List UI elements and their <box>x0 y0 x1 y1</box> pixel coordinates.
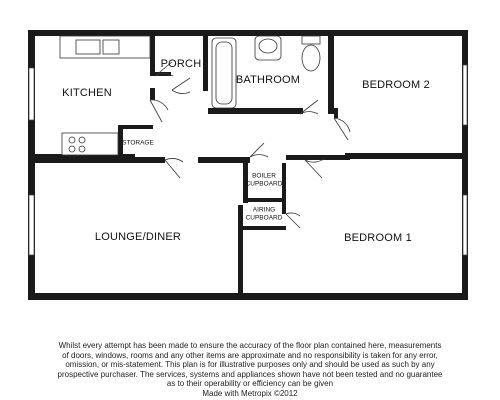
disclaimer-line: Whilst every attempt has been made to en… <box>58 341 442 350</box>
toilet-icon <box>301 35 321 72</box>
room-label-airing-cupboard-line2: CUPBOARD <box>246 215 283 222</box>
disclaimer-line: as to their operability or efficiency ca… <box>166 379 334 389</box>
room-labels: KITCHEN PORCH BATHROOM BEDROOM 2 STORAGE… <box>62 58 430 244</box>
disclaimer-text: Whilst every attempt has been made to en… <box>40 341 460 399</box>
room-label-porch: PORCH <box>161 58 202 70</box>
room-label-bedroom-2: BEDROOM 2 <box>362 79 430 91</box>
room-label-kitchen: KITCHEN <box>62 87 112 99</box>
room-label-storage: STORAGE <box>122 140 154 147</box>
outer-walls <box>28 30 468 300</box>
room-label-boiler-cupboard-line1: BOILER <box>252 173 276 180</box>
room-label-airing-cupboard-line1: AIRING <box>253 207 275 214</box>
disclaimer-line: of doors, windows, rooms and any other i… <box>62 350 438 360</box>
disclaimer-line: prospective purchaser. The services, sys… <box>57 369 443 379</box>
floor-plan: KITCHEN PORCH BATHROOM BEDROOM 2 STORAGE… <box>28 30 468 300</box>
doors <box>149 61 351 229</box>
metropix-credit: Made with Metropix ©2012 <box>202 388 298 398</box>
room-label-bathroom: BATHROOM <box>236 74 300 86</box>
bathroom-fixtures <box>211 35 321 109</box>
windows <box>28 64 468 256</box>
internal-walls <box>35 36 462 293</box>
kitchen-fixtures <box>59 35 151 156</box>
basin-icon <box>254 35 282 61</box>
room-label-boiler-cupboard-line2: CUPBOARD <box>246 181 283 188</box>
room-label-bedroom-1: BEDROOM 1 <box>344 232 412 244</box>
hob-icon <box>68 136 86 153</box>
room-label-lounge-diner: LOUNGE/DINER <box>95 231 181 243</box>
disclaimer-line: omission, or mis-statement. This plan is… <box>65 360 435 370</box>
